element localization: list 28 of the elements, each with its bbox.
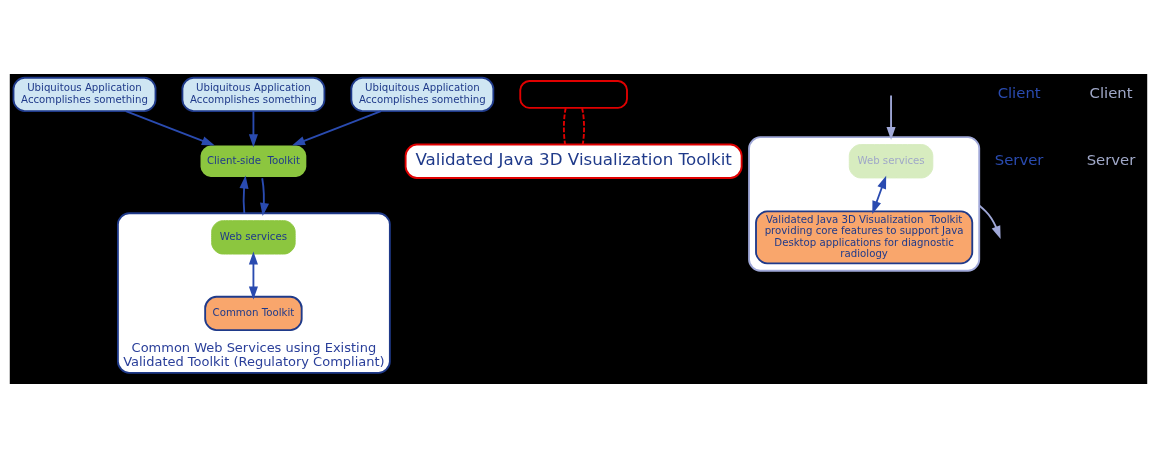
cluster	[748, 135, 981, 272]
node-box	[519, 79, 628, 109]
node-box: Ubiquitous Application Accomplishes something	[12, 76, 157, 112]
label: Server	[1086, 150, 1136, 169]
arrow	[248, 109, 258, 147]
node-box: Common Toolkit	[204, 295, 303, 331]
cluster	[116, 211, 391, 374]
node-box: Web services	[848, 143, 934, 178]
connector	[581, 106, 585, 145]
arrow	[872, 175, 887, 214]
node-box: Validated Java 3D Visualization Toolkit providing core features to support Java Desktop applications for diagnostic radiology	[755, 209, 974, 264]
arrow	[978, 204, 1001, 239]
label: Client	[1089, 83, 1133, 102]
label: Client	[997, 83, 1041, 102]
node-box: Validated Java 3D Visualization Toolkit	[404, 143, 743, 179]
arrow	[239, 175, 249, 214]
node-box: Web services	[211, 219, 296, 255]
node-label: Common Web Services using Existing Validated Toolkit (Regulatory Compliant)	[123, 339, 385, 369]
connector	[562, 106, 567, 145]
label: Server	[994, 150, 1044, 169]
arrow	[124, 109, 215, 145]
node-box: Ubiquitous Application Accomplishes something	[350, 76, 495, 112]
arrow	[260, 176, 270, 216]
node-box: Client-side Toolkit	[198, 143, 309, 179]
arrow	[886, 93, 896, 140]
arrow	[292, 109, 382, 145]
arrow	[248, 251, 258, 300]
node-box: Ubiquitous Application Accomplishes something	[181, 76, 326, 112]
